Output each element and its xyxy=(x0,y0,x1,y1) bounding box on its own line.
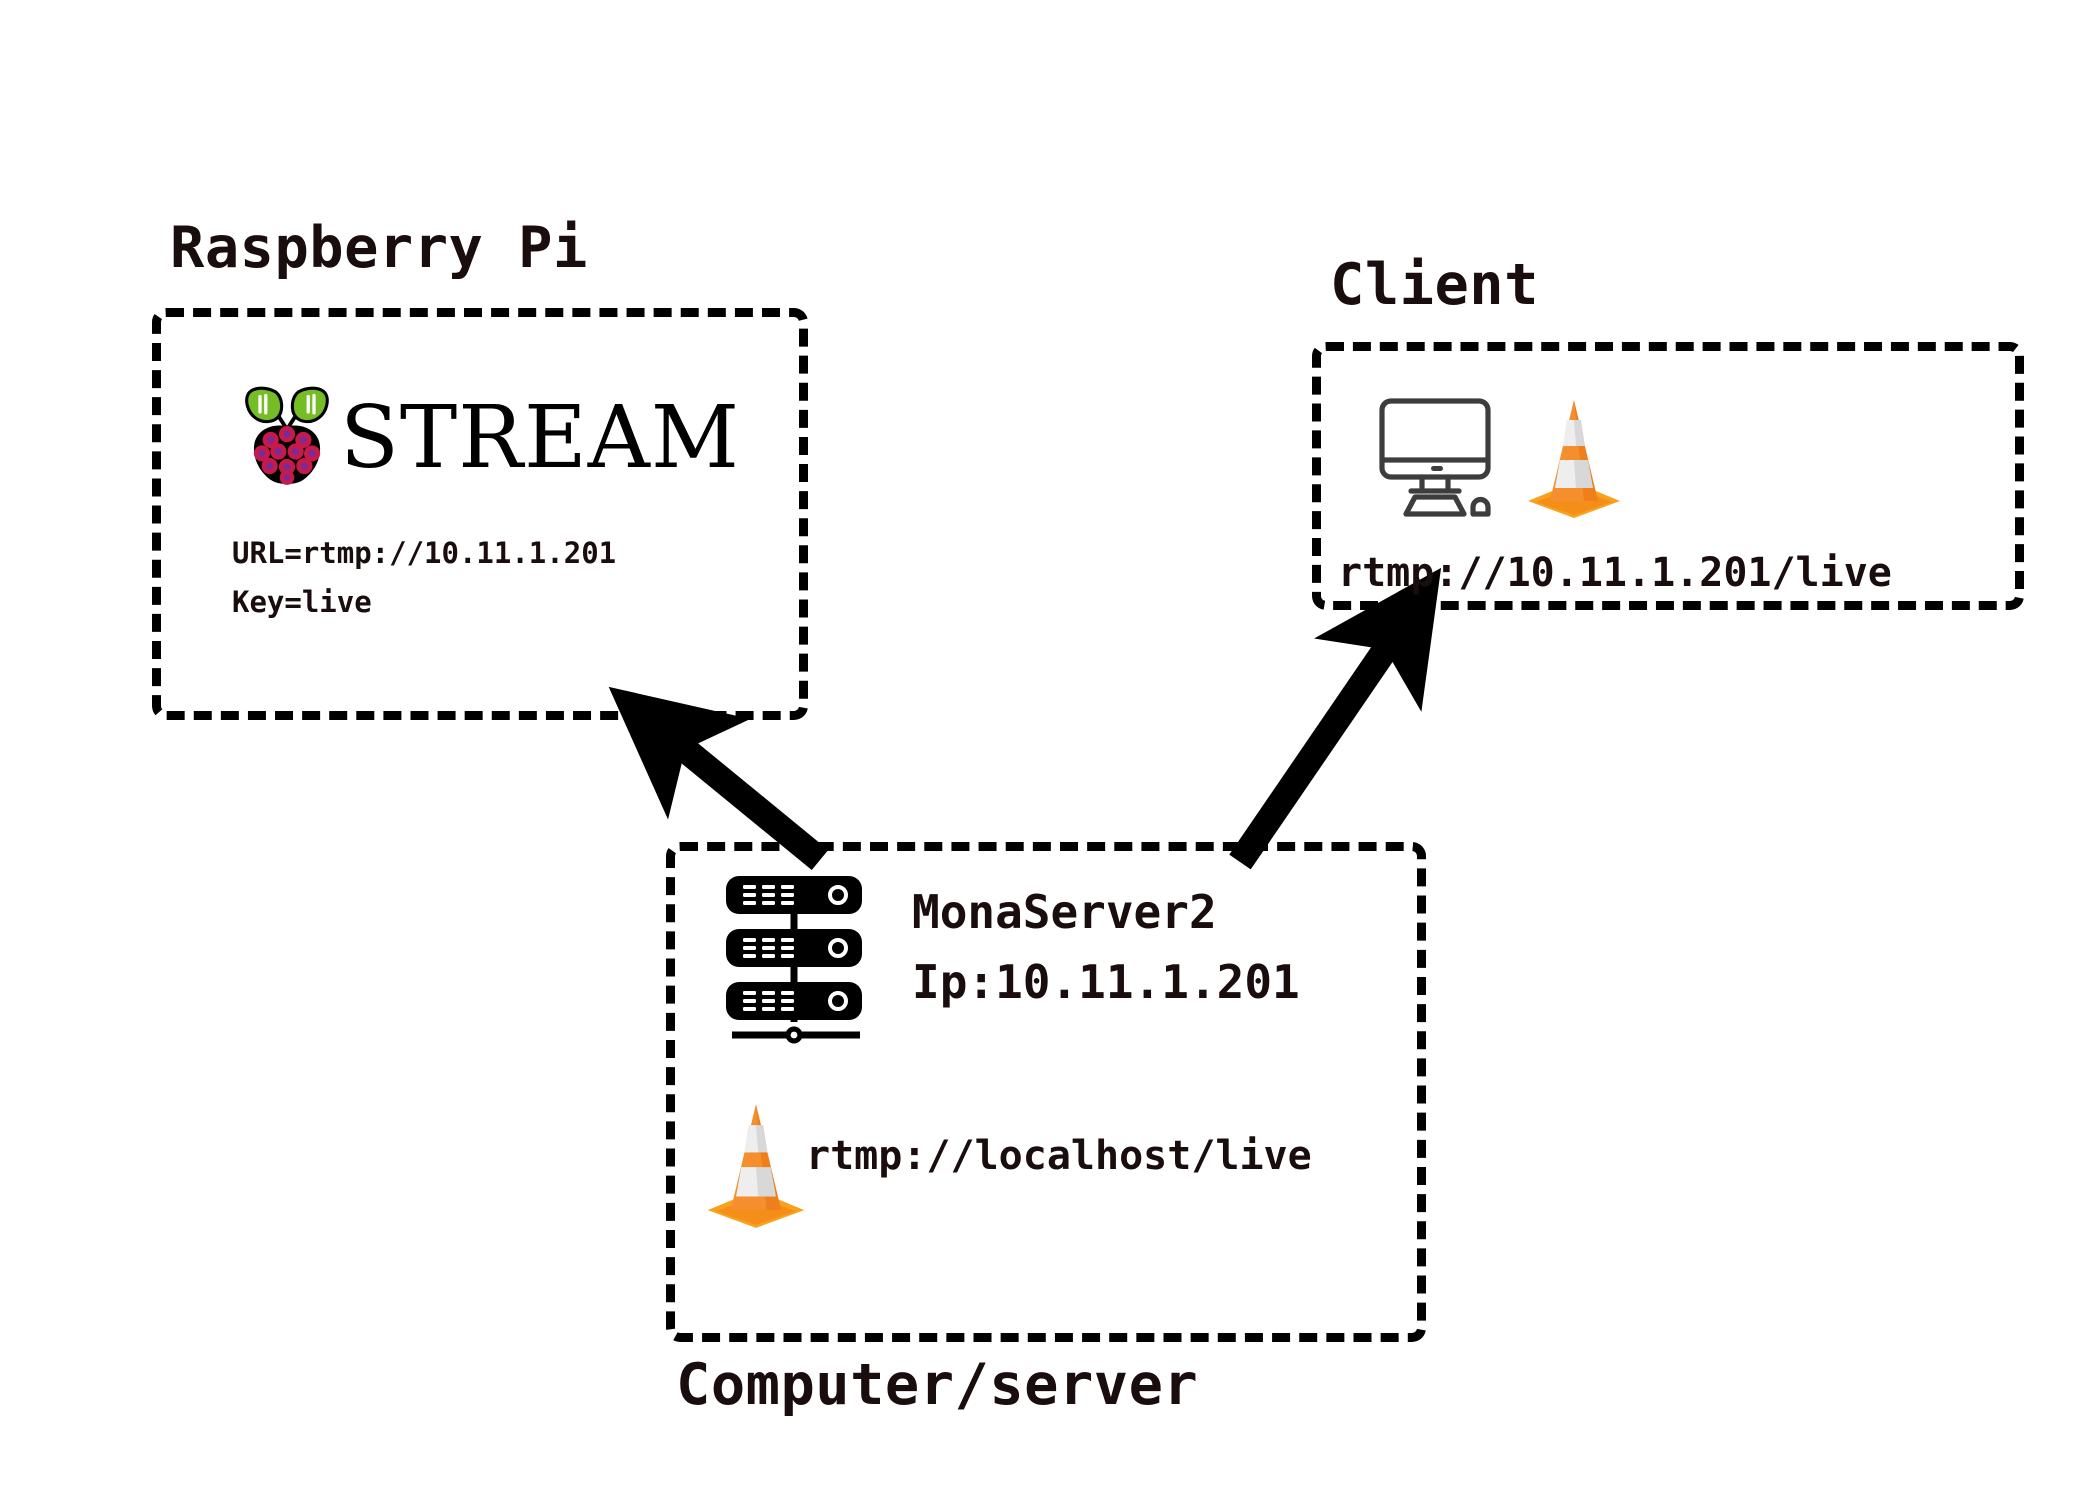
server-url-text: rtmp://localhost/live xyxy=(806,1133,1312,1179)
server-node-box[interactable] xyxy=(666,842,1426,1342)
raspberry-pi-label: Raspberry Pi xyxy=(170,215,588,281)
server-rack-icon xyxy=(726,876,862,1044)
raspberry-pi-logo-icon xyxy=(245,386,329,485)
client-label: Client xyxy=(1330,252,1539,318)
vlc-cone-icon xyxy=(707,1104,805,1228)
server-ip-text: Ip:10.11.1.201 xyxy=(912,955,1300,1009)
vlc-cone-icon xyxy=(1528,400,1620,518)
raspberry-pi-heading-row: STREAM xyxy=(238,384,740,492)
desktop-computer-icon xyxy=(1379,398,1491,517)
arrow-server-to-client xyxy=(1229,567,1442,870)
stream-heading: STREAM xyxy=(340,388,740,488)
client-icon-row xyxy=(1378,396,1622,520)
raspberry-pi-node-box[interactable] xyxy=(152,308,808,720)
raspberry-pi-url-text: URL=rtmp://10.11.1.201 xyxy=(232,536,617,570)
arrow-server-to-raspberry-pi xyxy=(608,686,829,871)
client-node-box[interactable] xyxy=(1312,342,2024,610)
server-label: Computer/server xyxy=(676,1352,1199,1418)
raspberry-pi-key-text: Key=live xyxy=(232,585,372,619)
client-url-text: rtmp://10.11.1.201/live xyxy=(1338,550,1892,596)
server-name-text: MonaServer2 xyxy=(912,885,1217,939)
